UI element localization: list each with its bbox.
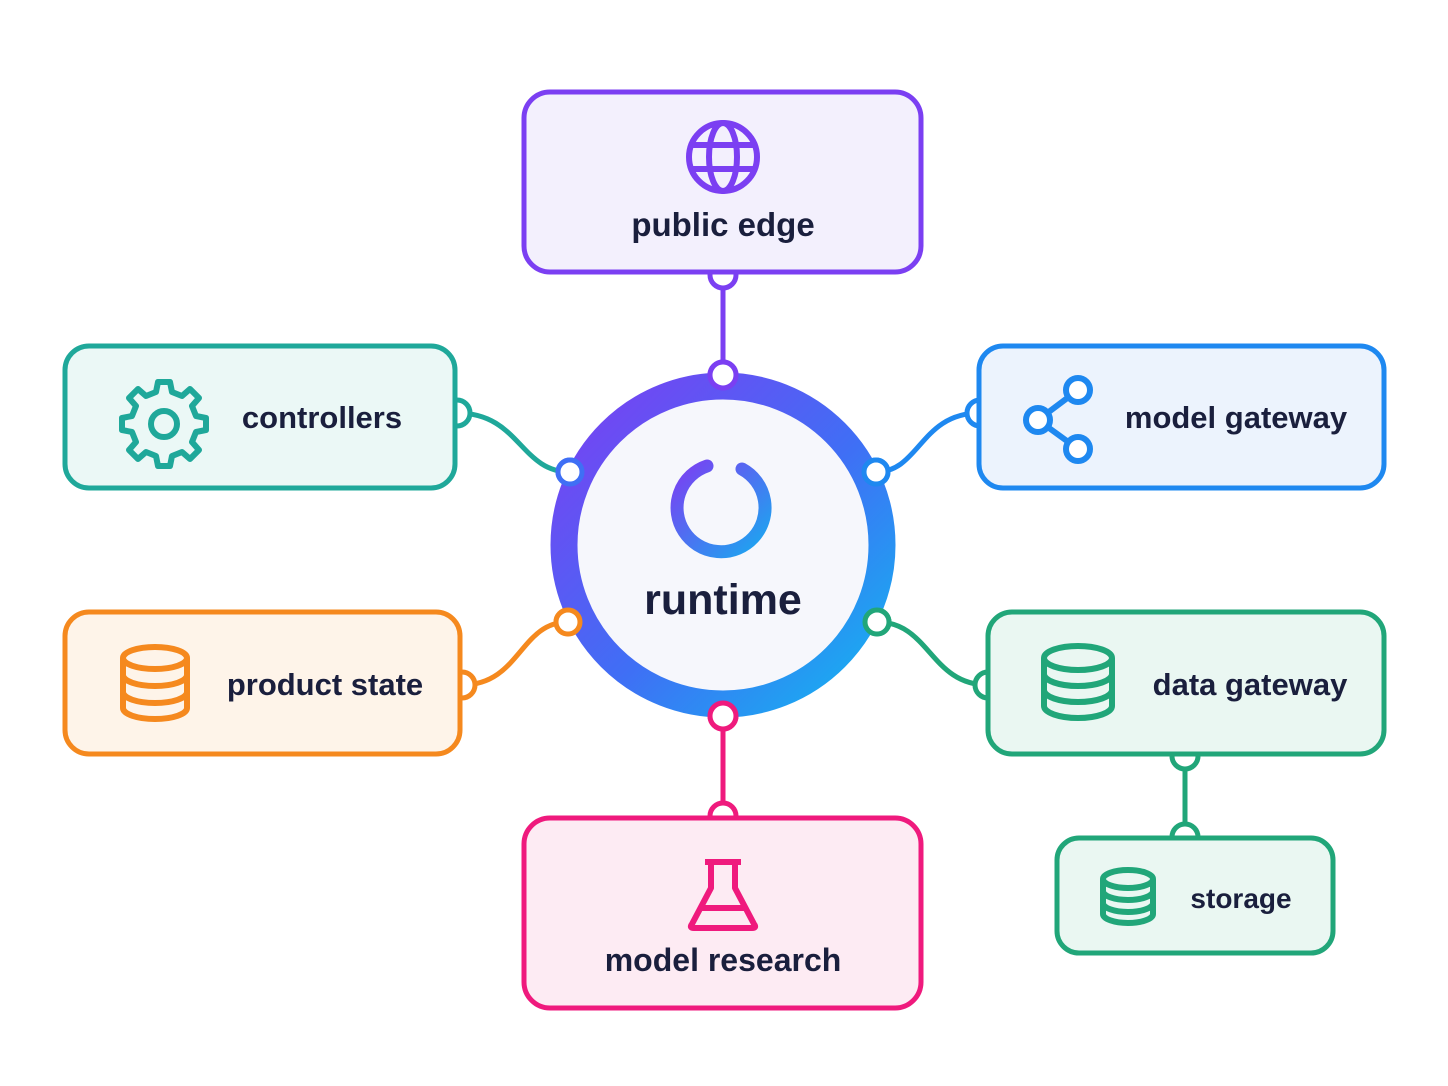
node-model-gateway[interactable]: model gateway bbox=[976, 343, 1387, 491]
runtime-hub[interactable]: runtime bbox=[550, 359, 896, 732]
port-dot bbox=[555, 457, 585, 487]
database-icon bbox=[120, 644, 190, 722]
node-label: model research bbox=[605, 942, 842, 978]
port-dot bbox=[707, 359, 739, 391]
port-dot bbox=[861, 457, 891, 487]
port-dot bbox=[707, 700, 739, 732]
node-model-research[interactable]: model research bbox=[521, 815, 924, 1011]
node-label: product state bbox=[227, 667, 423, 702]
node-label: controllers bbox=[242, 400, 402, 435]
database-icon bbox=[1100, 867, 1156, 926]
node-label: data gateway bbox=[1153, 667, 1348, 702]
node-product-state[interactable]: product state bbox=[62, 609, 463, 757]
node-label: storage bbox=[1190, 883, 1291, 914]
node-label: model gateway bbox=[1125, 400, 1348, 435]
loading-ring-icon bbox=[670, 459, 772, 559]
gear-icon bbox=[119, 379, 209, 469]
runtime-label: runtime bbox=[644, 576, 802, 624]
globe-icon bbox=[686, 120, 760, 194]
node-label: public edge bbox=[631, 206, 814, 243]
node-public-edge[interactable]: public edge bbox=[521, 89, 924, 275]
port-dot bbox=[553, 607, 583, 637]
node-controllers[interactable]: controllers bbox=[62, 343, 458, 491]
node-data-gateway[interactable]: data gateway bbox=[985, 609, 1387, 757]
share-icon bbox=[1023, 375, 1093, 464]
node-storage[interactable]: storage bbox=[1054, 835, 1336, 956]
database-icon bbox=[1041, 643, 1115, 721]
flask-icon bbox=[687, 859, 759, 931]
edge-data-gateway-storage bbox=[1169, 740, 1201, 853]
port-dot bbox=[862, 607, 892, 637]
